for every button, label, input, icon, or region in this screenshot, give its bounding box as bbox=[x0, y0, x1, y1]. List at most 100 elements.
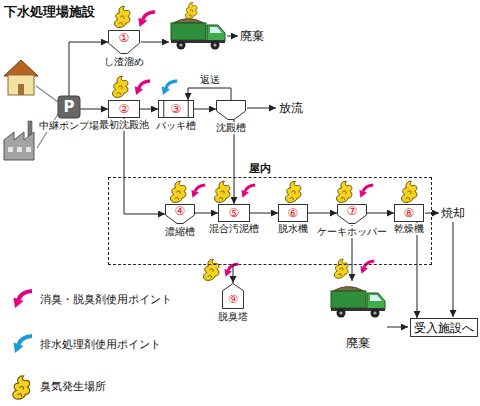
deodorant-arrow bbox=[359, 185, 373, 198]
dump-truck bbox=[171, 19, 225, 50]
destination-box: 受入施設へ bbox=[410, 318, 478, 337]
flow-connector bbox=[367, 213, 394, 214]
deodorant-arrow bbox=[241, 185, 255, 198]
callout-number: ⑧ bbox=[395, 205, 423, 221]
process-box: ⑤混合汚泥槽 bbox=[218, 204, 250, 222]
shape-outline bbox=[216, 100, 246, 120]
flow-arrow bbox=[425, 213, 439, 214]
process-box: ⑥脱水機 bbox=[278, 204, 308, 222]
destination-label: 廃棄 bbox=[240, 29, 264, 43]
node-label: 混合汚泥槽 bbox=[209, 223, 259, 235]
legend-text: 臭気発生場所 bbox=[40, 380, 106, 393]
node-label: 乾燥機 bbox=[394, 223, 424, 235]
flow-arrow bbox=[227, 36, 238, 37]
connector-layer bbox=[69, 42, 417, 318]
screen-hopper: ①し渣溜め bbox=[108, 30, 140, 54]
factory-window bbox=[26, 147, 31, 152]
legend-text: 消臭・脱臭剤使用ポイント bbox=[40, 293, 172, 306]
house-body bbox=[8, 75, 34, 95]
dump-truck bbox=[331, 287, 385, 318]
cake-hopper: ⑦ケーキホッパー bbox=[337, 204, 367, 224]
odor-icon bbox=[171, 181, 186, 202]
tank-partition bbox=[163, 101, 164, 118]
odor-icon bbox=[215, 181, 230, 202]
odor-icon bbox=[113, 76, 128, 97]
odor-icon bbox=[337, 181, 352, 202]
callout-number: ⑨ bbox=[222, 286, 244, 312]
legend-sample bbox=[14, 291, 33, 308]
flow-arrow bbox=[141, 42, 169, 43]
process-box: ⑧乾燥機 bbox=[394, 204, 424, 222]
house-roof bbox=[4, 60, 38, 76]
node-label: バッキ槽 bbox=[156, 120, 196, 132]
hopper-shape bbox=[338, 205, 367, 224]
factory-window bbox=[8, 147, 13, 152]
odor-icon bbox=[185, 2, 197, 18]
odor-icon bbox=[204, 259, 219, 280]
flow-connector bbox=[194, 109, 216, 110]
factory-building bbox=[4, 132, 34, 160]
connector-label: 返送 bbox=[200, 74, 220, 86]
node-label: し渣溜め bbox=[104, 56, 144, 68]
deodorant-arrow bbox=[360, 261, 374, 274]
settling-hopper: 沈殿槽 bbox=[216, 100, 246, 120]
legend-entry: 排水処理剤使用ポイント bbox=[40, 338, 161, 351]
deodorant-arrow bbox=[224, 264, 238, 277]
callout-number: ④ bbox=[165, 205, 195, 217]
legend-sample bbox=[13, 376, 30, 399]
odor-icon bbox=[402, 181, 417, 202]
node-label: 沈殿槽 bbox=[216, 122, 246, 134]
tank-shape bbox=[159, 101, 194, 118]
factory-window bbox=[17, 147, 22, 152]
flow-connector bbox=[417, 222, 418, 318]
callout-number: ① bbox=[108, 31, 140, 45]
flow-connector bbox=[69, 42, 108, 96]
legend-entry: 消臭・脱臭剤使用ポイント bbox=[40, 293, 172, 306]
hopper-shape bbox=[166, 205, 195, 224]
deodorizer-tower: ⑨脱臭塔 bbox=[222, 283, 244, 309]
flow-arrow bbox=[247, 108, 276, 109]
flow-arrow bbox=[387, 327, 408, 328]
indoor-region: 屋内④濃縮槽⑤混合汚泥槽⑥脱水機⑦ケーキホッパー⑧乾燥機 bbox=[108, 177, 432, 265]
flow-connector bbox=[188, 88, 231, 100]
deodorant-arrow bbox=[138, 12, 155, 27]
node-label: 最初沈殿池 bbox=[99, 119, 149, 131]
aeration-tank: ③バッキ槽 bbox=[158, 100, 194, 118]
deodorant-arrow bbox=[191, 185, 205, 198]
illustration bbox=[4, 2, 453, 399]
house-door bbox=[18, 84, 24, 95]
thickener-hopper: ④濃縮槽 bbox=[165, 204, 195, 224]
legend-text: 排水処理剤使用ポイント bbox=[40, 338, 161, 351]
node-label: 脱臭塔 bbox=[218, 311, 248, 323]
flow-connector bbox=[233, 265, 234, 283]
callout-number: ② bbox=[109, 101, 139, 117]
hopper-shape bbox=[217, 101, 246, 120]
destination-label: 焼却 bbox=[441, 206, 465, 220]
callout-number: ⑦ bbox=[337, 205, 367, 217]
flow-connector bbox=[80, 109, 108, 110]
hopper-shape bbox=[109, 31, 140, 54]
callout-number: ③ bbox=[158, 100, 194, 118]
callout-number: P bbox=[58, 96, 80, 118]
flow-connector bbox=[124, 118, 165, 214]
flow-connector bbox=[140, 109, 158, 110]
deodorant-arrow bbox=[135, 81, 150, 95]
flow-connector bbox=[308, 213, 337, 214]
pump-station: P中継ポンプ場 bbox=[58, 96, 80, 118]
destination-label: 放流 bbox=[279, 101, 303, 115]
diagram-title: 下水処理場施設 bbox=[4, 3, 95, 21]
destination-label: 廃棄 bbox=[346, 336, 370, 350]
flow-arrow bbox=[453, 222, 454, 317]
flow-connector bbox=[250, 213, 278, 214]
node-text: 受入施設へ bbox=[411, 319, 477, 336]
region-heading: 屋内 bbox=[249, 162, 271, 175]
legend-sample bbox=[14, 336, 33, 353]
odor-icon bbox=[334, 259, 348, 278]
node-label: 濃縮槽 bbox=[165, 226, 195, 238]
legend-entry: 臭気発生場所 bbox=[40, 380, 106, 393]
process-box: ②最初沈殿池 bbox=[108, 100, 140, 118]
tank-partition bbox=[188, 101, 189, 118]
odor-icon bbox=[286, 181, 301, 202]
